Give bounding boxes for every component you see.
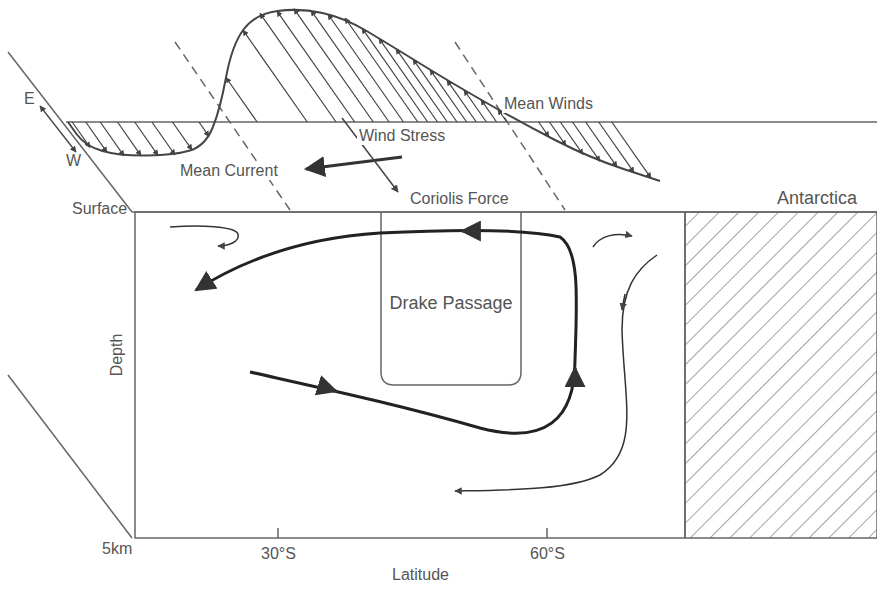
- antarctica-landmass: Antarctica: [685, 212, 877, 538]
- callout-label: Coriolis Force: [408, 190, 511, 208]
- axis-label: Depth: [108, 334, 126, 377]
- axis-label: E: [24, 90, 35, 108]
- wind-arrow: [379, 38, 438, 122]
- wind-arrow: [117, 122, 141, 156]
- axis-label: Surface: [72, 200, 127, 218]
- tick-label: 60°S: [530, 545, 565, 563]
- callout-label: Mean Current: [178, 162, 280, 180]
- callout-label: Wind Stress: [357, 127, 447, 145]
- wind-arrow: [362, 28, 428, 122]
- wind-arrow: [135, 122, 158, 155]
- wind-arrow: [226, 78, 257, 123]
- wind-arrow: [152, 122, 175, 155]
- wind-arrow: [612, 122, 651, 178]
- wind-arrow: [464, 90, 486, 122]
- wind-arrow: [345, 18, 418, 122]
- wind-arrow: [413, 59, 457, 122]
- box-label: Drake Passage: [387, 292, 515, 314]
- wind-arrow: [294, 9, 373, 122]
- wind-arrow: [243, 30, 307, 122]
- region-heading: Antarctica: [777, 187, 857, 209]
- axis-title: Latitude: [392, 566, 449, 584]
- wind-arrow: [277, 11, 355, 122]
- drake-passage-box: Drake Passage: [381, 212, 521, 385]
- wind-arrow: [311, 10, 389, 122]
- wind-arrow: [199, 122, 209, 136]
- tick-label: 30°S: [261, 545, 296, 563]
- callout-label: Mean Winds: [502, 95, 595, 113]
- axis-label: W: [66, 152, 81, 170]
- axis-label: 5km: [102, 540, 132, 558]
- wind-arrow: [430, 70, 467, 122]
- wind-arrow: [396, 49, 447, 122]
- wind-arrow: [172, 122, 192, 150]
- wind-arrow: [560, 122, 583, 154]
